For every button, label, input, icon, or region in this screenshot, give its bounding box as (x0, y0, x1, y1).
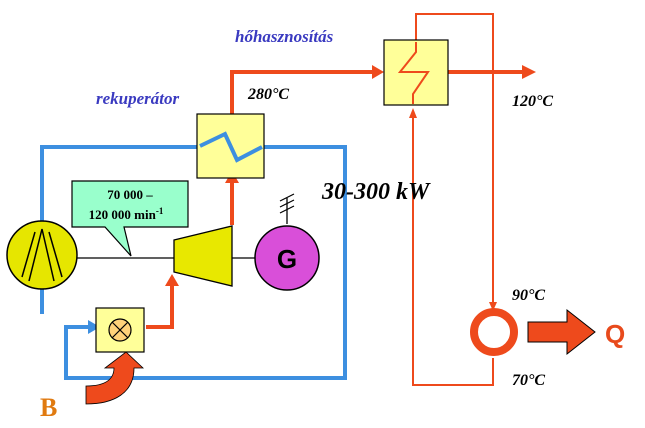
hot-water-loop-line (415, 13, 494, 306)
generator: G (254, 193, 320, 291)
water-arrowhead-down (489, 302, 497, 311)
heat-output-label: Q (605, 319, 625, 349)
recuperator (196, 113, 265, 179)
fuel-label: B (40, 393, 57, 422)
water-arrowhead-up (409, 108, 417, 118)
temp-90-label: 90°C (512, 287, 545, 304)
speed-label-line2: 120 000 min-1 (89, 206, 164, 222)
compressor-to-recuperator-line (40, 145, 200, 225)
water-circuit (412, 13, 494, 386)
fuel-arrow (85, 351, 145, 405)
return-water-line (412, 115, 494, 386)
heat-recovery-label: hőhasznosítás (235, 27, 334, 46)
temp-70-label: 70°C (512, 372, 545, 389)
recuperator-label: rekuperátor (96, 89, 180, 108)
power-label: 30-300 kW (321, 179, 431, 205)
generator-label: G (277, 244, 297, 274)
heat-output-arrow (527, 308, 596, 356)
heat-consumer (470, 308, 518, 356)
turbine (173, 225, 233, 287)
exhaust-arrowhead-outlet (522, 65, 536, 79)
exhaust-circuit (146, 70, 524, 329)
heat-exchanger (383, 39, 449, 106)
speed-label-line1: 70 000 – (107, 187, 153, 202)
exhaust-arrowhead-heat-exchanger (372, 65, 384, 79)
speed-callout: 70 000 – 120 000 min-1 (71, 180, 189, 257)
temp-280-label: 280°C (247, 86, 289, 103)
air-arrowhead-combustor (88, 320, 100, 334)
air-circuit (40, 145, 347, 380)
recuperator-outlet-loop-line (64, 145, 347, 380)
compressor (6, 220, 78, 290)
combustor (95, 307, 145, 353)
temp-120-label: 120°C (512, 93, 553, 110)
combustor-to-turbine-line (146, 283, 174, 329)
recuperator-to-heat-exchanger-line (230, 70, 376, 114)
exhaust-arrowhead-turbine (165, 274, 179, 286)
